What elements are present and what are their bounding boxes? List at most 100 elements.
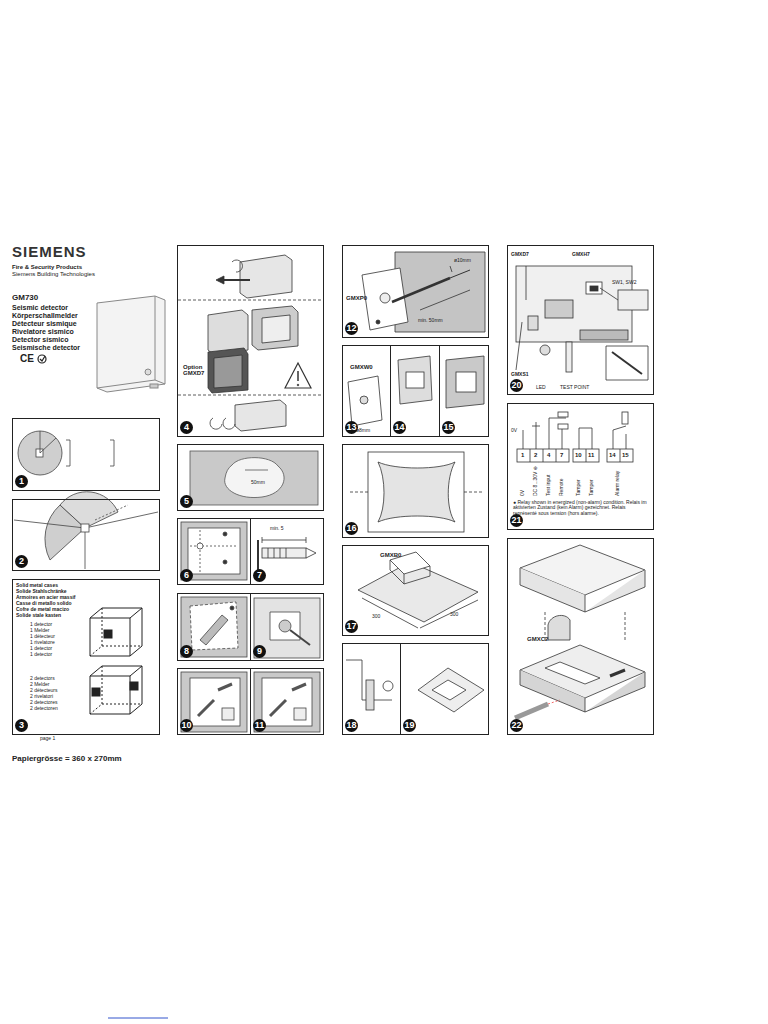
- drill-template: [188, 528, 240, 574]
- annotation-label: Cofre de metal macizo: [16, 607, 69, 612]
- mounting-position: [292, 684, 306, 690]
- link-underline: [108, 1018, 168, 1019]
- figure-panel: 16: [342, 444, 489, 538]
- screw-detail: [432, 680, 466, 700]
- circuit-board: [590, 286, 598, 291]
- product-photo: [145, 369, 151, 375]
- callout-number: 1: [15, 475, 28, 488]
- annotation-label: Fire & Security Products: [12, 264, 82, 270]
- mounting-position: [218, 684, 232, 690]
- annotation-label: 1 rivelatore: [30, 640, 55, 645]
- annotation-label: Detector sísmico: [12, 336, 68, 343]
- terminal-label: 0V: [520, 490, 525, 496]
- figure-panel: 17: [342, 545, 489, 636]
- glue-surface: [290, 630, 310, 645]
- callout-number: 14: [393, 421, 406, 434]
- mounting-box: [378, 462, 455, 522]
- housing-opening: [285, 363, 311, 388]
- detection-radius: [18, 431, 62, 475]
- metal-case: [130, 682, 138, 690]
- figure-panel: 8: [177, 593, 251, 661]
- annotation-label: Papiergrösse = 360 x 270mm: [12, 755, 122, 763]
- annotation-label: 0V: [511, 428, 517, 433]
- weld-plate: [406, 372, 424, 388]
- circuit-board: [516, 266, 632, 342]
- annotation-label: SW1, SW2: [612, 280, 636, 285]
- metal-case: [92, 688, 100, 696]
- metal-case: [104, 630, 112, 638]
- circuit-board: [586, 282, 602, 294]
- mounting-position: [198, 700, 214, 716]
- annotation-label: 2 detectores: [30, 700, 58, 705]
- annotation-label: min. 50mm: [418, 318, 443, 323]
- annotation-label: GMXD7: [511, 252, 529, 257]
- annotation-label: Armoires en acier massif: [16, 595, 75, 600]
- product-photo: [150, 384, 158, 388]
- housing-opening: [297, 371, 299, 381]
- housing-assembly: [545, 662, 600, 684]
- terminal-label: Test input: [546, 475, 551, 496]
- annotation-label: Seismic detector: [12, 304, 68, 311]
- wiring-diagram: [620, 449, 621, 462]
- corner-mounting: [85, 528, 86, 569]
- glue-surface: [254, 598, 320, 658]
- drilling-plate: [376, 320, 380, 324]
- figure-panel: 11: [250, 668, 324, 735]
- housing-assembly: [610, 670, 625, 676]
- weld-plate: [360, 396, 368, 404]
- annotation-label: 2 rivelatori: [30, 694, 53, 699]
- metal-case: [90, 618, 130, 656]
- annotation-label: Option GMXD7: [183, 364, 207, 377]
- annotation-label: 1: [521, 452, 524, 458]
- housing-assembly: [548, 615, 570, 640]
- circuit-board: [528, 316, 538, 330]
- annotation-label: 300: [450, 612, 458, 617]
- annotation-label: 2 Melder: [30, 682, 49, 687]
- mounting-surface: [190, 451, 318, 505]
- glue-surface: [190, 602, 238, 650]
- annotation-label: Solide Stahlschränke: [16, 589, 67, 594]
- annotation-label: Siemens Building Technologies: [12, 271, 95, 277]
- corner-mounting: [14, 520, 85, 528]
- housing-opening: [252, 306, 298, 350]
- metal-case: [90, 666, 142, 714]
- annotation-label: LED: [536, 385, 546, 390]
- callout-number: 21: [510, 514, 523, 527]
- metal-case: [90, 666, 142, 714]
- callout-number: 2: [15, 555, 28, 568]
- figure-panel: 2: [12, 499, 160, 571]
- housing-assembly: [515, 704, 548, 718]
- wiring-diagram: [613, 426, 626, 449]
- figure-panel: 1: [12, 418, 160, 491]
- callout-number: 7: [253, 569, 266, 582]
- mounting-position: [270, 700, 286, 716]
- ce-mark: [40, 356, 45, 361]
- detection-radius: [36, 449, 43, 457]
- screw-depth: [262, 540, 306, 541]
- circuit-board: [545, 300, 573, 318]
- housing-assembly: [548, 700, 560, 704]
- annotation-label: 1 Melder: [30, 628, 49, 633]
- mounting-position: [254, 672, 320, 732]
- drill-template: [223, 532, 227, 536]
- callout-number: 22: [510, 719, 523, 732]
- brand-title: SIEMENS: [12, 243, 87, 260]
- circuit-board: [540, 345, 550, 355]
- figure-panel: 14: [390, 345, 440, 437]
- figure-panel: 19: [400, 643, 489, 735]
- figure-panel: 15: [439, 345, 489, 437]
- corner-mounting: [14, 492, 158, 569]
- screw-depth: [262, 548, 306, 558]
- metal-case: [90, 608, 142, 656]
- annotation-label: ● Relay shown in energized (non-alarm) c…: [513, 500, 649, 516]
- housing-opening: [222, 279, 250, 281]
- housing-opening: [235, 400, 286, 431]
- glue-surface: [200, 615, 228, 645]
- wiring-diagram: [523, 422, 540, 449]
- annotation-label: GMXC2: [527, 636, 548, 642]
- annotation-label: Solide stale kasten: [16, 613, 61, 618]
- wiring-diagram: [586, 449, 587, 462]
- wiring-diagram: [558, 412, 568, 417]
